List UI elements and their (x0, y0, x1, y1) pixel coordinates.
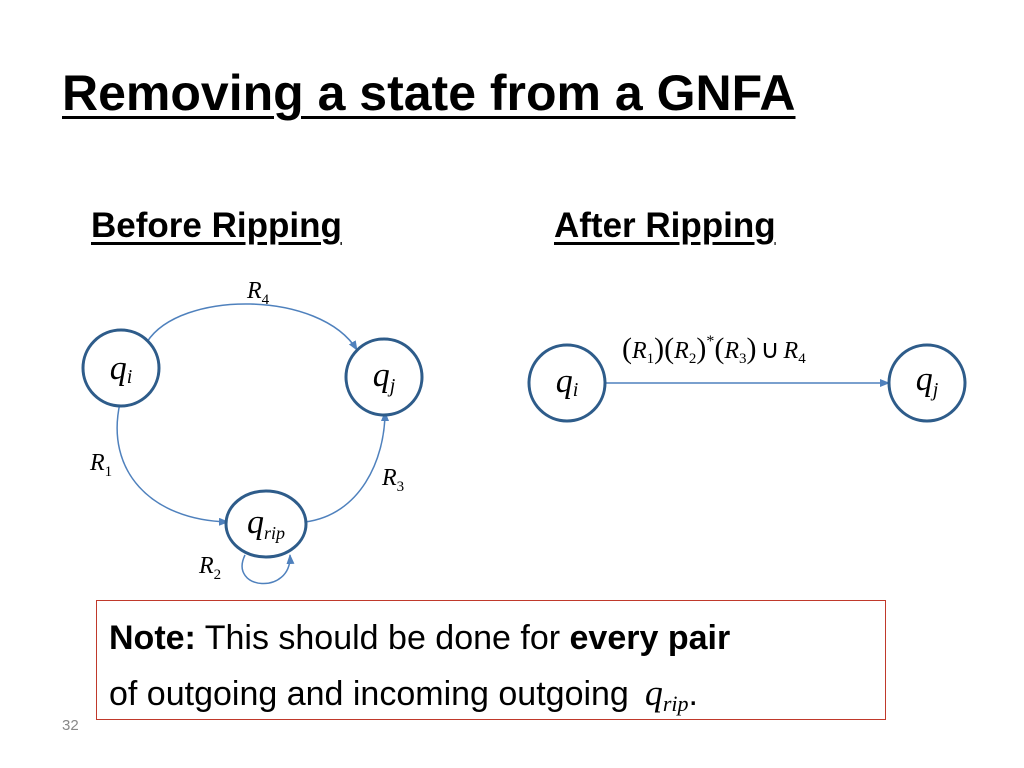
label-r1: R1 (89, 450, 112, 480)
state-qrip: qrip (224, 489, 308, 559)
state-qi: qi (81, 328, 161, 408)
svg-text:qi: qi (556, 363, 579, 401)
svg-text:qj: qj (373, 357, 396, 397)
label-r4: R4 (246, 278, 270, 308)
note-box: Note: This should be done for every pair… (96, 600, 886, 720)
note-label: Note: (109, 619, 196, 657)
label-r2: R2 (198, 553, 221, 583)
edge-r1-qi-to-qrip (116, 402, 229, 526)
after-diagram: qi qj (R1)(R2)*(R3)∪R4 (527, 332, 967, 423)
note-emphasis: every pair (569, 619, 731, 657)
combined-edge-label: (R1)(R2)*(R3)∪R4 (622, 332, 806, 367)
edge-r3-qrip-to-qj (304, 411, 389, 523)
state-qj: qj (344, 337, 424, 417)
label-r3: R3 (381, 465, 404, 495)
note-text-2: of outgoing and incoming outgoing (109, 675, 629, 713)
edge-r4-qi-to-qj (146, 303, 358, 351)
before-ripping-heading: Before Ripping (91, 206, 342, 245)
note-text-1: This should be done for (195, 619, 570, 657)
svg-text:qj: qj (916, 361, 939, 401)
page-number: 32 (62, 717, 79, 734)
svg-text:qi: qi (110, 350, 133, 388)
svg-text:qrip: qrip (247, 504, 285, 543)
before-diagram: qi qj qrip R4 R1 R3 R2 (81, 278, 424, 585)
after-ripping-heading: After Ripping (554, 206, 776, 245)
slide-title: Removing a state from a GNFA (62, 65, 796, 121)
after-state-qj: qj (887, 343, 967, 423)
note-qrip-symbol: qrip (644, 673, 689, 716)
edge-r2-qrip-self-loop (241, 554, 295, 585)
after-state-qi: qi (527, 343, 607, 423)
note-end: . (688, 675, 698, 713)
